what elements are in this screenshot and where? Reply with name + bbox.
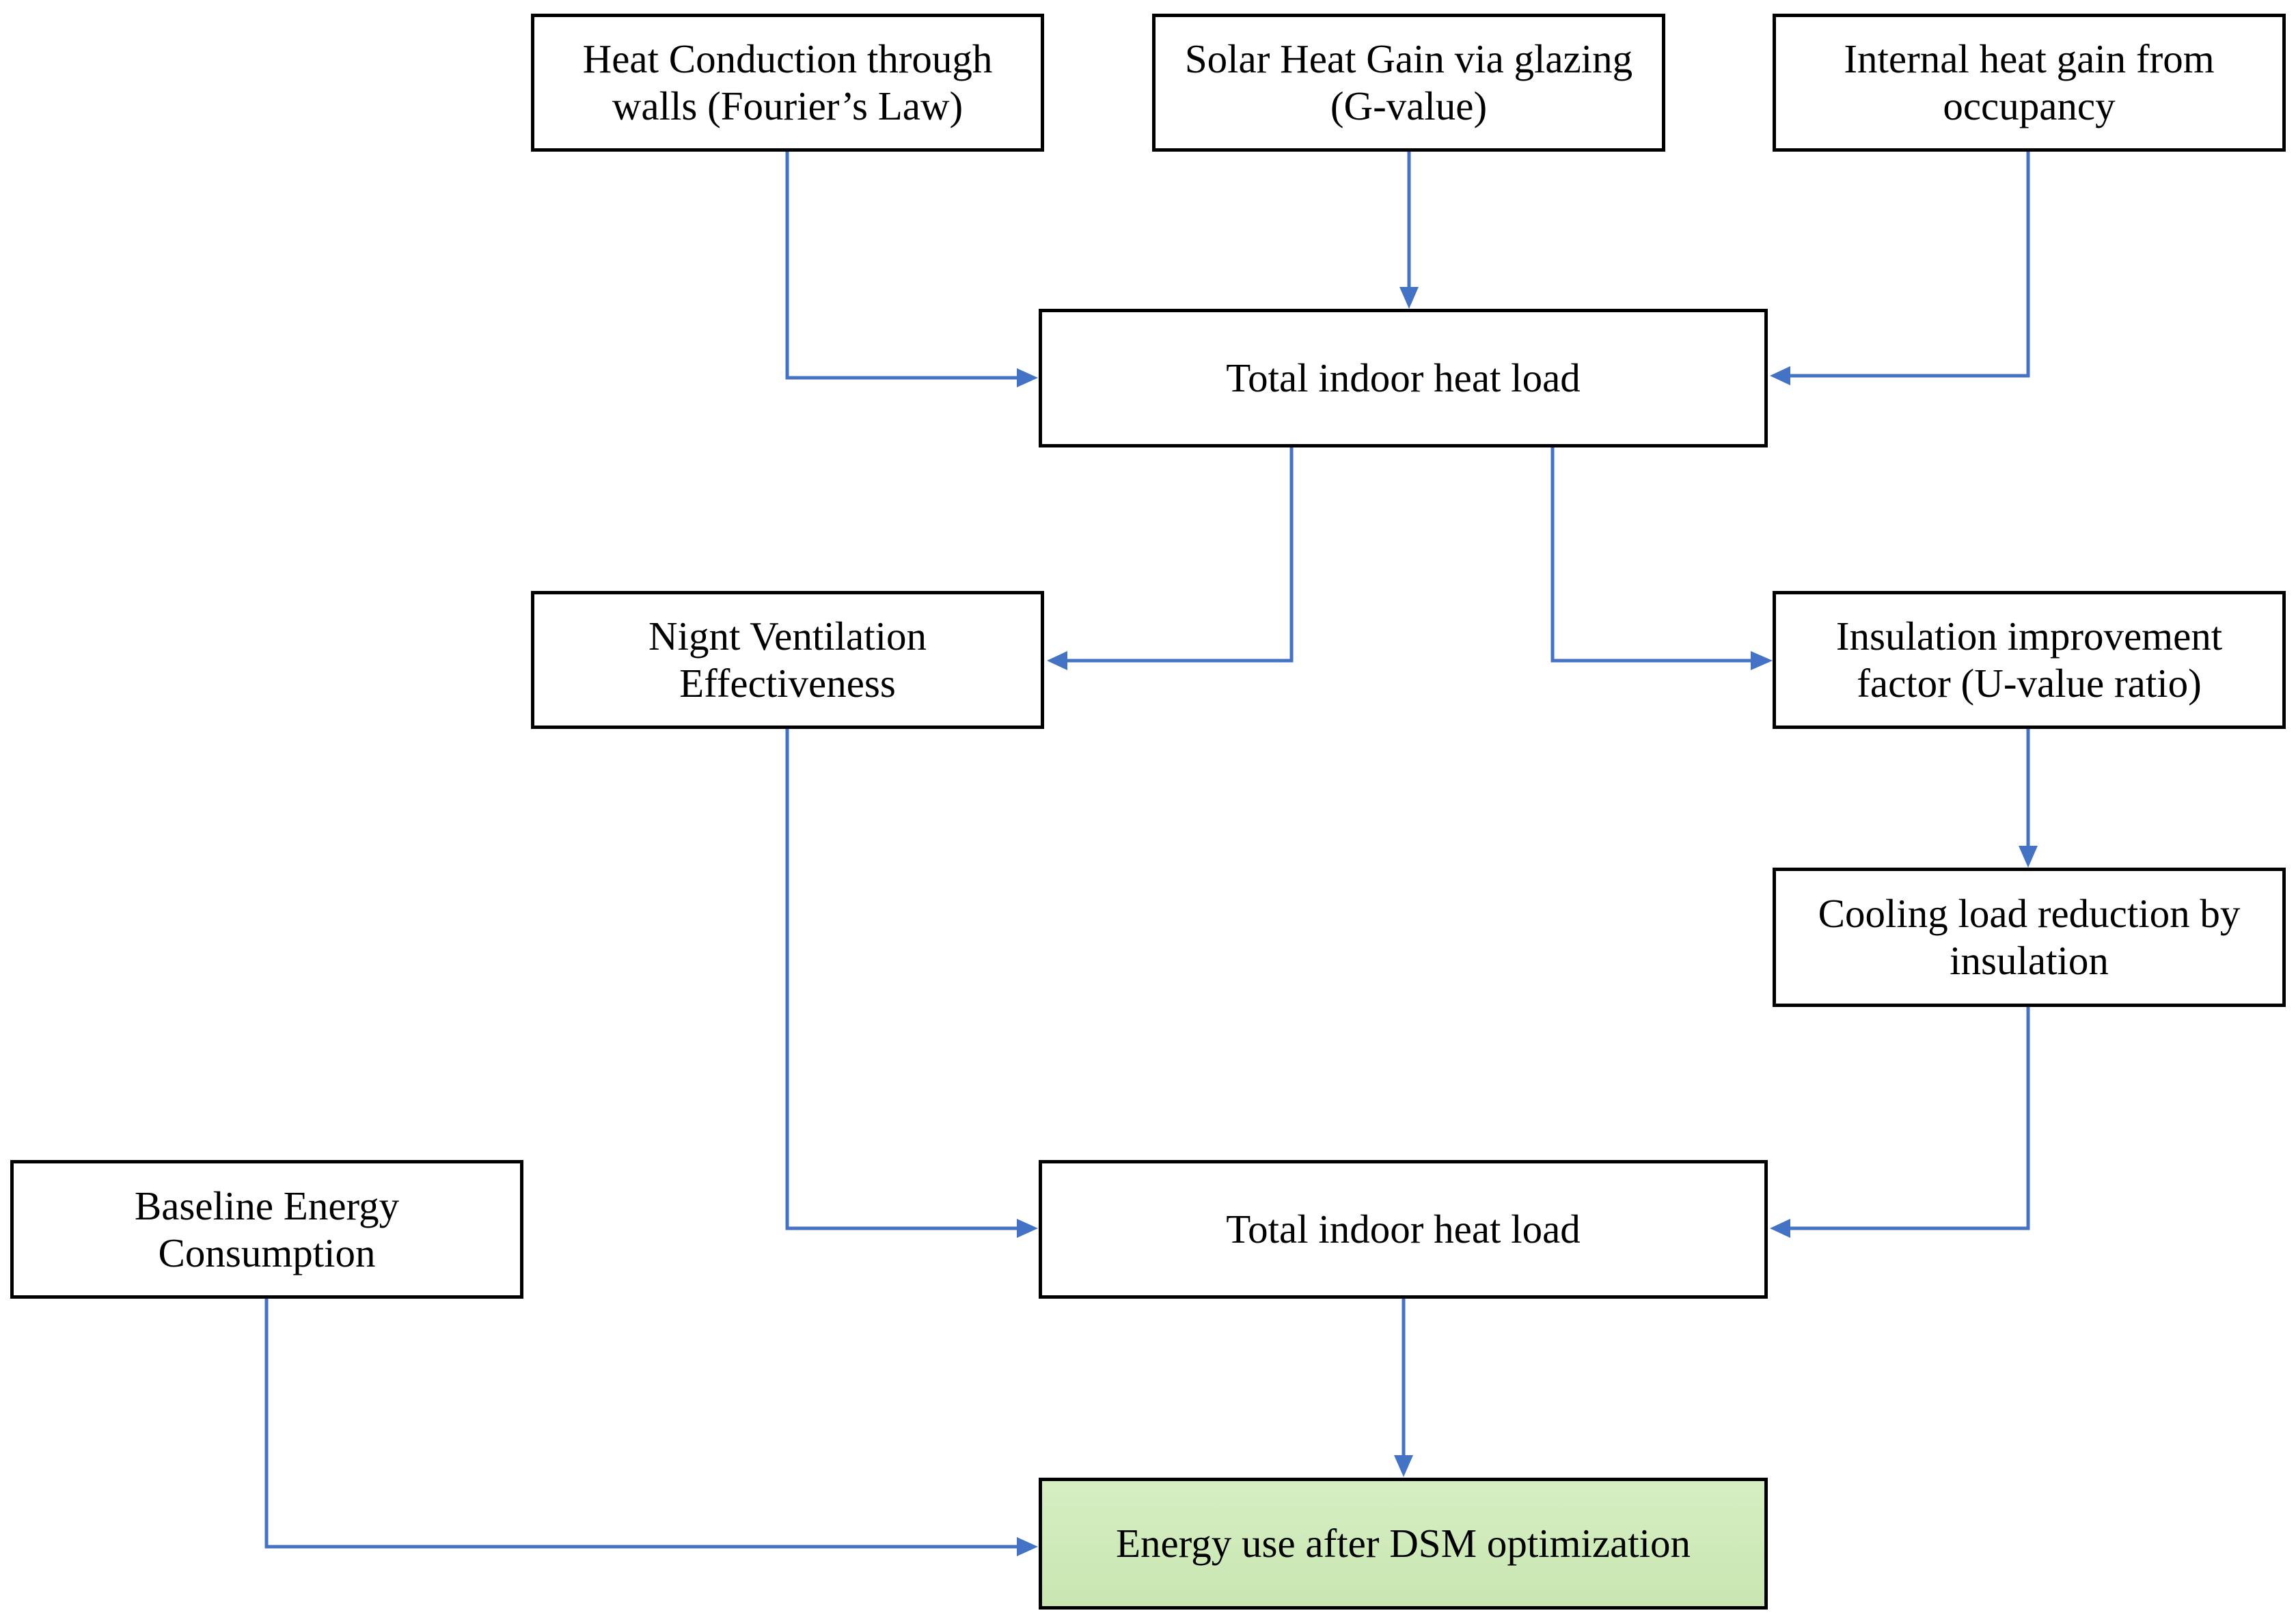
node-label: Total indoor heat load — [1226, 355, 1581, 400]
node-internal-heat-gain: Internal heat gain from occupancy — [1773, 14, 2286, 152]
edge-total-load-to-night-vent — [1067, 447, 1294, 663]
node-heat-conduction: Heat Conduction through walls (Fourier’s… — [531, 14, 1044, 152]
node-label: Baseline Energy Consumption — [134, 1183, 400, 1275]
node-label: Cooling load reduction by insulation — [1818, 891, 2241, 983]
node-solar-heat-gain: Solar Heat Gain via glazing (G-value) — [1152, 14, 1665, 152]
edge-conduction-to-total-load — [785, 150, 1017, 380]
arrowhead-icon — [1047, 651, 1067, 670]
node-night-ventilation: Nignt Ventilation Effectiveness — [531, 591, 1044, 729]
node-total-indoor-heat-load-2: Total indoor heat load — [1039, 1160, 1768, 1299]
arrowhead-icon — [1017, 1219, 1038, 1238]
arrowhead-icon — [1394, 1455, 1413, 1477]
node-label: Insulation improvement factor (U-value r… — [1835, 613, 2223, 706]
arrowhead-icon — [1017, 1537, 1038, 1556]
node-cooling-load-reduction: Cooling load reduction by insulation — [1773, 868, 2286, 1007]
arrowhead-icon — [1770, 366, 1790, 385]
edge-internal-to-total-load — [1790, 150, 2030, 378]
node-insulation-improvement: Insulation improvement factor (U-value r… — [1773, 591, 2286, 729]
node-energy-use-after-dsm: Energy use after DSM optimization — [1039, 1478, 1768, 1610]
edge-total-load-to-insulation — [1550, 447, 1751, 663]
arrowhead-icon — [1751, 651, 1773, 670]
arrowhead-icon — [1017, 368, 1038, 387]
node-total-indoor-heat-load-1: Total indoor heat load — [1039, 309, 1768, 447]
node-label: Energy use after DSM optimization — [1115, 1521, 1691, 1566]
node-label: Solar Heat Gain via glazing (G-value) — [1184, 36, 1633, 128]
node-baseline-energy: Baseline Energy Consumption — [10, 1160, 523, 1299]
edge-cooling-reduction-to-total-load — [1790, 1006, 2030, 1230]
node-label: Total indoor heat load — [1226, 1206, 1581, 1252]
arrowhead-icon — [1770, 1219, 1790, 1238]
arrowhead-icon — [2019, 846, 2038, 868]
node-label: Internal heat gain from occupancy — [1844, 36, 2215, 128]
arrowhead-icon — [1399, 287, 1419, 309]
edge-baseline-to-final — [264, 1297, 1017, 1549]
node-label: Heat Conduction through walls (Fourier’s… — [582, 36, 993, 128]
node-label: Nignt Ventilation Effectiveness — [648, 613, 927, 706]
edge-night-vent-to-total-load — [785, 727, 1017, 1230]
